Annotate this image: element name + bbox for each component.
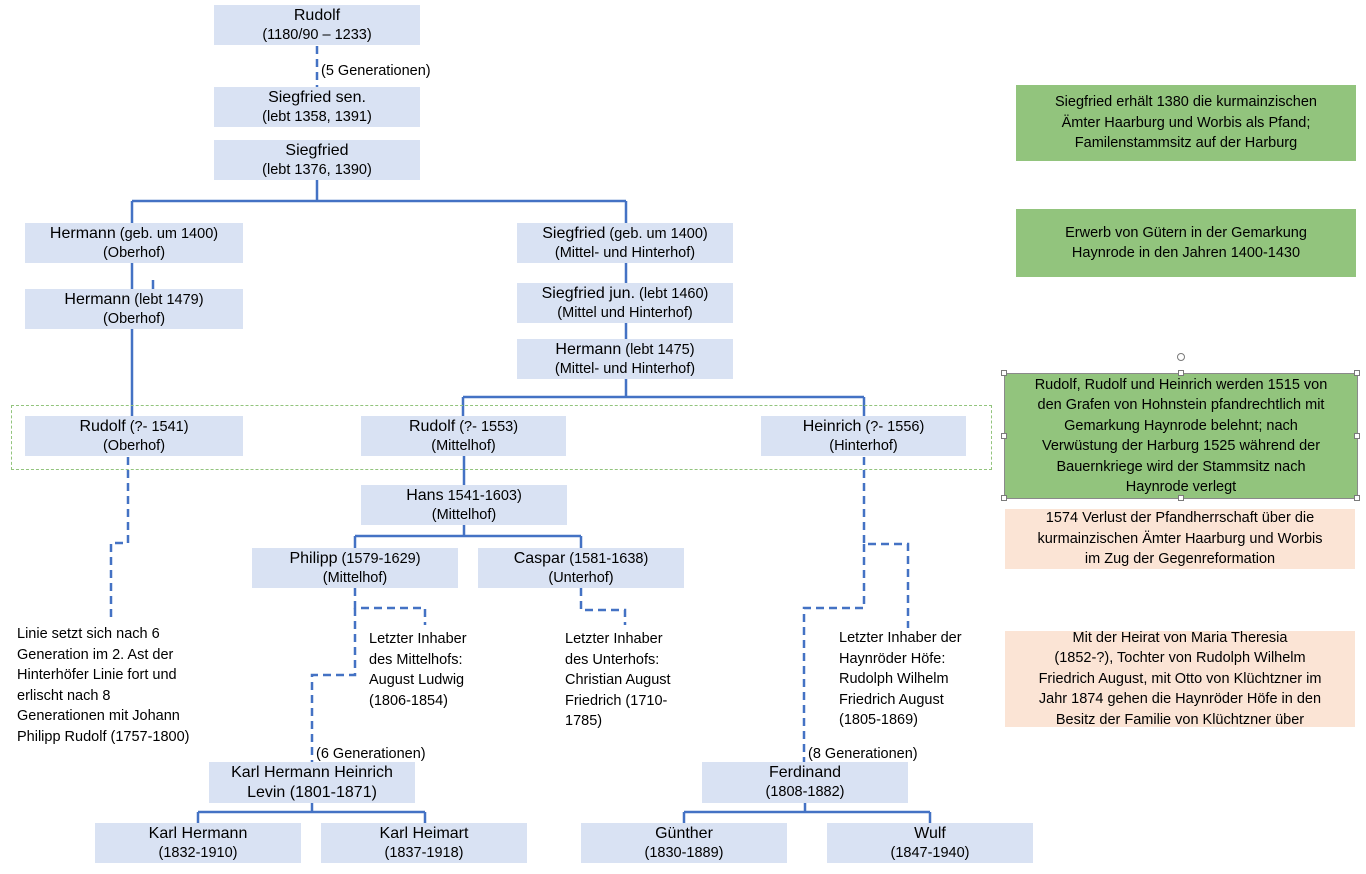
node-hermann-1400[interactable]: Hermann (geb. um 1400) (Oberhof) — [25, 223, 243, 263]
resize-handle-se[interactable] — [1354, 495, 1360, 501]
label-8-generations: (8 Generationen) — [808, 746, 918, 762]
node-dates: (1180/90 – 1233) — [262, 26, 372, 43]
node-name: Heinrich — [802, 417, 862, 435]
node-rudolf-1553[interactable]: Rudolf (?- 1553) (Mittelhof) — [361, 416, 566, 456]
note-haynroeder-last: Letzter Inhaber der Haynröder Höfe: Rudo… — [839, 630, 962, 728]
node-name: Karl Hermann Heinrich — [231, 764, 393, 781]
node-extra: (1581-1638) — [565, 550, 649, 567]
node-name: Siegfried sen. — [268, 88, 366, 106]
node-dates: (Oberhof) — [102, 437, 166, 454]
node-dates: (Mittelhof) — [431, 437, 496, 454]
node-name: Hermann — [64, 290, 131, 308]
node-dates: (Mittel und Hinterhof) — [557, 304, 693, 321]
node-karl-hermann-heinrich[interactable]: Karl Hermann Heinrich Levin (1801-1871) — [209, 762, 415, 803]
resize-handle-nw[interactable] — [1001, 370, 1007, 376]
resize-handle-s[interactable] — [1178, 495, 1184, 501]
resize-handle-sw[interactable] — [1001, 495, 1007, 501]
node-dates: (1847-1940) — [890, 844, 970, 861]
node-siegfried-1400[interactable]: Siegfried (geb. um 1400) (Mittel- und Hi… — [517, 223, 733, 263]
node-caspar[interactable]: Caspar (1581-1638) (Unterhof) — [478, 548, 684, 588]
node-name: Siegfried jun. — [541, 284, 636, 302]
node-name: Hermann — [49, 224, 116, 242]
node-wulf[interactable]: Wulf (1847-1940) — [827, 823, 1033, 863]
node-dates: (Mittelhof) — [431, 506, 497, 523]
node-siegfried-sen[interactable]: Siegfried sen. (lebt 1358, 1391) — [214, 87, 420, 127]
node-dates: (Hinterhof) — [829, 437, 898, 454]
node-dates: (lebt 1358, 1391) — [262, 108, 372, 125]
node-dates: (1832-1910) — [158, 844, 238, 861]
node-dates: (1808-1882) — [765, 784, 845, 800]
note-mittelhof-last: Letzter Inhaber des Mittelhofs: August L… — [369, 631, 467, 709]
node-philipp[interactable]: Philipp (1579-1629) (Mittelhof) — [252, 548, 458, 588]
node-name: Ferdinand — [768, 764, 842, 781]
resize-handle-n[interactable] — [1178, 370, 1184, 376]
node-dates: (Mittel- und Hinterhof) — [554, 244, 696, 261]
node-name: Philipp — [289, 549, 338, 567]
box-heirat-1874[interactable]: Mit der Heirat von Maria Theresia (1852-… — [1005, 630, 1355, 728]
node-siegfried-jun[interactable]: Siegfried jun. (lebt 1460) (Mittel und H… — [517, 283, 733, 323]
box-pfand-1380[interactable]: Siegfried erhält 1380 die kurmainzischen… — [1016, 85, 1356, 161]
node-extra: (lebt 1460) — [635, 285, 709, 302]
node-rudolf-1541[interactable]: Rudolf (?- 1541) (Oberhof) — [25, 416, 243, 456]
node-hermann-1475[interactable]: Hermann (lebt 1475) (Mittel- und Hinterh… — [517, 339, 733, 379]
node-name: Rudolf — [79, 417, 126, 435]
node-name: Karl Heimart — [379, 824, 469, 842]
node-extra: (geb. um 1400) — [605, 225, 708, 242]
node-name: Siegfried — [285, 141, 349, 159]
node-name: Wulf — [914, 824, 946, 842]
node-karl-heimart[interactable]: Karl Heimart (1837-1918) — [321, 823, 527, 863]
node-rudolf-1180[interactable]: Rudolf (1180/90 – 1233) — [214, 5, 420, 45]
note-unterhof-last: Letzter Inhaber des Unterhofs: Christian… — [565, 631, 671, 729]
node-extra: (lebt 1479) — [130, 291, 204, 308]
node-extra: 1541-1603) — [443, 487, 522, 504]
node-dates: (Oberhof) — [102, 310, 166, 327]
resize-handle-ne[interactable] — [1354, 370, 1360, 376]
node-siegfried-1376[interactable]: Siegfried (lebt 1376, 1390) — [214, 140, 420, 180]
box-belehnung-1515[interactable]: Rudolf, Rudolf und Heinrich werden 1515 … — [1005, 374, 1357, 498]
node-name: Siegfried — [542, 224, 606, 242]
selection-frame — [1004, 373, 1358, 499]
node-name: Karl Hermann — [148, 824, 248, 842]
node-dates: (Oberhof) — [102, 244, 166, 261]
node-dates: (Mittelhof) — [322, 569, 388, 586]
node-karl-hermann[interactable]: Karl Hermann (1832-1910) — [95, 823, 301, 863]
node-dates: Levin (1801-1871) — [247, 784, 377, 801]
node-guenther[interactable]: Günther (1830-1889) — [581, 823, 787, 863]
box-verlust-1574[interactable]: 1574 Verlust der Pfandherrschaft über di… — [1005, 509, 1355, 569]
node-extra: (lebt 1475) — [621, 341, 695, 358]
node-extra: (1579-1629) — [337, 550, 421, 567]
node-name: Caspar — [513, 549, 566, 567]
label-6-generations: (6 Generationen) — [316, 746, 426, 762]
node-dates: (1837-1918) — [384, 844, 464, 861]
node-name: Rudolf — [293, 6, 341, 24]
node-hermann-1479[interactable]: Hermann (lebt 1479) (Oberhof) — [25, 289, 243, 329]
resize-handle-e[interactable] — [1354, 433, 1360, 439]
label-5-generations: (5 Generationen) — [321, 63, 431, 79]
node-extra: (?- 1556) — [861, 418, 925, 435]
node-name: Günther — [655, 824, 713, 842]
node-extra: (?- 1553) — [455, 418, 519, 435]
resize-handle-w[interactable] — [1001, 433, 1007, 439]
node-dates: (Mittel- und Hinterhof) — [554, 360, 696, 377]
node-extra: (?- 1541) — [125, 418, 189, 435]
node-dates: (lebt 1376, 1390) — [262, 161, 372, 178]
box-erwerb-haynrode[interactable]: Erwerb von Gütern in der Gemarkung Haynr… — [1016, 209, 1356, 277]
generation-frame — [11, 405, 992, 470]
node-heinrich-1556[interactable]: Heinrich (?- 1556) (Hinterhof) — [761, 416, 966, 456]
node-name: Hans — [406, 486, 444, 504]
rotate-handle[interactable] — [1177, 353, 1185, 361]
node-extra: (geb. um 1400) — [115, 225, 219, 242]
node-ferdinand[interactable]: Ferdinand (1808-1882) — [702, 762, 908, 803]
node-hans[interactable]: Hans 1541-1603) (Mittelhof) — [361, 485, 567, 525]
note-oberhof-line: Linie setzt sich nach 6 Generation im 2.… — [17, 626, 190, 745]
node-dates: (1830-1889) — [644, 844, 724, 861]
node-dates: (Unterhof) — [548, 569, 614, 586]
node-name: Hermann — [555, 340, 622, 358]
node-name: Rudolf — [408, 417, 456, 435]
